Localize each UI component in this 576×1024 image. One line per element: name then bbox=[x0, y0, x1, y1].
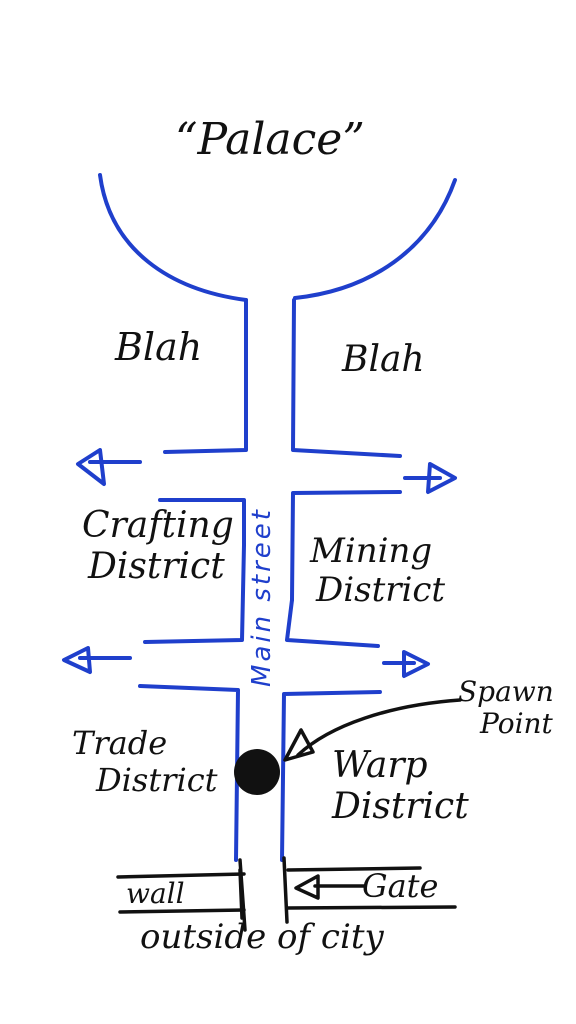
palace-bowl-right bbox=[293, 178, 457, 300]
cross-street-2-east-bottom bbox=[280, 690, 382, 862]
mining-district-line-2: District bbox=[316, 570, 446, 611]
arrow-left-icon bbox=[294, 874, 320, 900]
arrow-right-icon bbox=[426, 462, 457, 494]
warp-district-line-2: District bbox=[332, 786, 469, 828]
wall-line-bottom bbox=[118, 908, 246, 914]
wall-post bbox=[238, 868, 244, 920]
cross-street-1-east-bottom bbox=[290, 490, 402, 602]
mining-district-line-1: Mining bbox=[310, 531, 433, 571]
gate-wall-bottom bbox=[286, 905, 457, 910]
trade-district-line-2: District bbox=[96, 760, 218, 799]
palace-bowl-left bbox=[98, 173, 248, 302]
cross-street-2-west-bottom bbox=[138, 684, 240, 862]
gate-exit-right bbox=[282, 856, 289, 924]
blah-right-label: Blah bbox=[342, 339, 425, 380]
gate-wall-top bbox=[286, 866, 422, 872]
main-street-upper-left bbox=[163, 298, 248, 454]
palace-label: “Palace” bbox=[175, 114, 365, 165]
spawn-point-line-1: Spawn bbox=[458, 675, 554, 708]
outside-label: outside of city bbox=[140, 917, 384, 957]
main-street-middle-right bbox=[285, 598, 380, 648]
arrow-right-icon bbox=[402, 650, 430, 678]
mining-district-label: Mining District bbox=[310, 531, 446, 611]
warp-district-label: Warp District bbox=[332, 745, 469, 828]
arrow-left-icon bbox=[62, 646, 92, 674]
wall-label: wall bbox=[126, 877, 185, 910]
crafting-district-label: Crafting District bbox=[82, 505, 234, 588]
trade-district-line-1: Trade bbox=[72, 724, 168, 762]
wall-line-top bbox=[116, 872, 246, 879]
crafting-district-line-1: Crafting bbox=[82, 505, 234, 546]
trade-district-label: Trade District bbox=[72, 725, 217, 799]
main-street-upper-right bbox=[291, 298, 402, 458]
blah-left-label: Blah bbox=[115, 325, 203, 369]
spawn-point-line-2: Point bbox=[480, 707, 553, 741]
arrow-left-icon bbox=[76, 448, 106, 486]
warp-district-line-1: Warp bbox=[332, 745, 428, 786]
crafting-district-line-2: District bbox=[88, 546, 225, 588]
cross-street-1-west-bottom bbox=[158, 498, 246, 547]
main-street-middle-left bbox=[143, 543, 246, 644]
main-street-label: Main street bbox=[246, 507, 277, 687]
arrow-left-icon bbox=[283, 728, 315, 762]
gate-label: Gate bbox=[362, 867, 439, 905]
spawn-point-marker bbox=[234, 749, 280, 795]
spawn-point-label: Spawn Point bbox=[458, 675, 554, 741]
